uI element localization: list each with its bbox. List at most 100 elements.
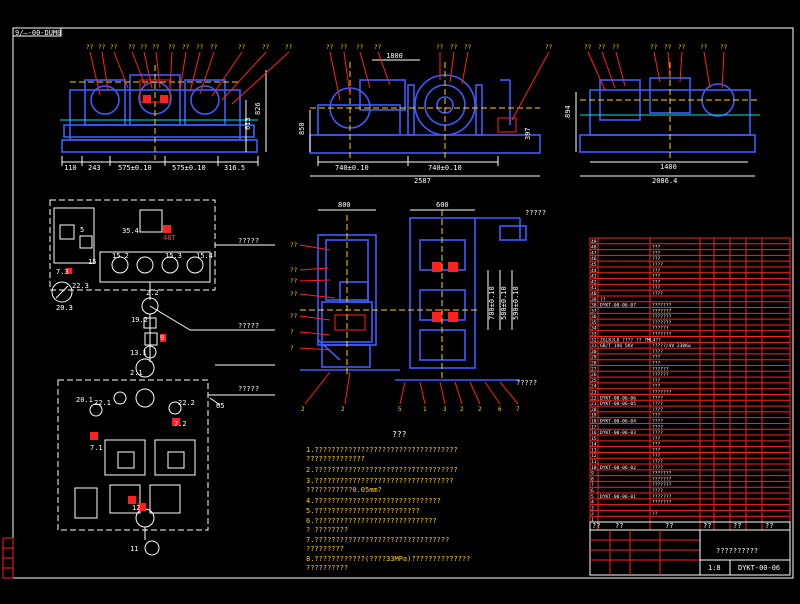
bom-cell-n: 34 — [591, 326, 597, 332]
bom-cell-n: 14 — [591, 442, 597, 448]
front-dim: 316.5 — [224, 164, 245, 172]
bom-cell-n: 13 — [591, 447, 597, 453]
bom-cell-name: ???? — [652, 401, 663, 407]
bom-cell-n: 16 — [591, 430, 597, 436]
bom-cell-name: ???? — [652, 430, 663, 436]
bom-cell-name: ???? — [652, 488, 663, 494]
bom-cell-n: 35 — [591, 320, 597, 326]
bom-cell-n: 32 — [591, 337, 597, 343]
bom-cell-name: ???? — [652, 424, 663, 430]
bom-cell-code: DYKT-00-06-02 — [600, 465, 636, 471]
drawing-scale: 1:8 — [708, 564, 721, 572]
svg-text:22.2: 22.2 — [178, 399, 195, 407]
bom-cell-n: 7 — [591, 482, 594, 488]
svg-text:??: ?? — [140, 44, 148, 51]
svg-text:? ????????: ? ???????? — [306, 526, 348, 534]
notes-title: ??? — [392, 430, 407, 439]
svg-text:??: ?? — [262, 44, 270, 51]
svg-text:7.3: 7.3 — [56, 268, 69, 276]
bom-cell-n: 49 — [591, 239, 597, 245]
bom-cell-name: ??????? — [652, 389, 672, 395]
bom-cell-n: 2 — [591, 511, 594, 517]
front-view: 110 243 575±0.10 575±0.10 316.5 826 613 … — [60, 44, 293, 172]
svg-text:??: ?? — [733, 522, 741, 530]
side-dim-overall: 2587 — [414, 177, 431, 185]
front-dim-v: 613 — [244, 117, 252, 130]
bom-cell-name: ???? — [652, 465, 663, 471]
bom-cell-name: ??????? — [652, 314, 672, 320]
svg-text:2.1: 2.1 — [130, 369, 143, 377]
svg-text:??: ?? — [290, 291, 298, 298]
bill-of-materials: 4948???47???46???45????44???43???42???41… — [589, 237, 791, 531]
bom-cell-n: 24 — [591, 384, 597, 390]
svg-text:??: ?? — [545, 44, 553, 51]
bom-cell-name: ??????? — [652, 482, 672, 488]
svg-text:1: 1 — [423, 406, 427, 413]
bom-cell-name: ??? — [652, 355, 661, 361]
svg-text:2.2: 2.2 — [146, 289, 159, 297]
svg-text:6.????????????????????????????: 6.????????????????????????????? — [306, 517, 437, 525]
pump-dim-top: 800 — [338, 201, 351, 209]
svg-text:2: 2 — [478, 406, 482, 413]
bom-cell-n: 39 — [591, 297, 597, 303]
svg-text:??: ?? — [86, 44, 94, 51]
svg-text:??: ?? — [290, 313, 298, 320]
bom-cell-name: ??? — [652, 245, 661, 251]
end-view: 894 1400 2086.4 ?? ?? ?? ?? ?? ?? ?? ?? — [564, 44, 760, 185]
svg-text:35.4: 35.4 — [122, 227, 139, 235]
svg-text:??: ?? — [598, 44, 606, 51]
pump-views: 800 600 700±0.10 580±0.10 590±0.10 ?????… — [290, 201, 546, 413]
svg-text:??: ?? — [700, 44, 708, 51]
pump-dim-top: 600 — [436, 201, 449, 209]
svg-text:???????????0.05mm?: ???????????0.05mm? — [306, 486, 382, 494]
bom-cell-code: DYKT-00-06-07 — [600, 303, 636, 309]
bom-cell-n: 4 — [591, 500, 594, 506]
bom-cell-name: ??? — [652, 250, 661, 256]
svg-text:7.2: 7.2 — [174, 420, 187, 428]
bom-cell-n: 42 — [591, 279, 597, 285]
bom-cell-n: 17 — [591, 424, 597, 430]
front-dim: 575±0.10 — [118, 164, 152, 172]
front-dim: 110 — [64, 164, 77, 172]
svg-text:??: ?? — [152, 44, 160, 51]
svg-text:??: ?? — [450, 44, 458, 51]
outer-frame — [12, 27, 794, 579]
svg-text:20.1: 20.1 — [76, 396, 93, 404]
end-dim: 1400 — [660, 163, 677, 171]
svg-text:??????????: ?????????? — [306, 564, 348, 572]
svg-text:5: 5 — [398, 406, 402, 413]
bom-cell-n: 11 — [591, 459, 597, 465]
bom-cell-n: 15 — [591, 436, 597, 442]
technical-notes: ??? 1.??????????????????????????????????… — [306, 430, 470, 572]
number-stamp: 9/–-00-DUM0 — [15, 29, 61, 37]
bom-cell-n: 12 — [591, 453, 597, 459]
bom-cell-n: 18 — [591, 418, 597, 424]
bom-cell-code: DYKT-00-06-04 — [600, 418, 636, 424]
svg-text:15.3: 15.3 — [165, 252, 182, 260]
end-dim-left: 894 — [564, 105, 572, 118]
bom-cell-n: 19 — [591, 413, 597, 419]
bom-cell-name: ??? — [652, 285, 661, 291]
bom-cell-name: ??? — [652, 413, 661, 419]
svg-text:5.?????????????????????????: 5.????????????????????????? — [306, 507, 420, 515]
svg-text:??: ?? — [326, 44, 334, 51]
bom-cell-n: 21 — [591, 401, 597, 407]
svg-text:15: 15 — [88, 258, 96, 266]
svg-text:??: ?? — [678, 44, 686, 51]
bom-cell-name: ??????? — [652, 320, 672, 326]
bom-cell-name: ??? — [652, 442, 661, 448]
bom-cell-code: ZGL8JL8 ???? ?? ?ML4?? — [600, 337, 661, 343]
svg-text:??: ?? — [436, 44, 444, 51]
bom-cell-n: 22 — [591, 395, 597, 401]
bom-cell-name: ???? — [652, 262, 663, 268]
bom-cell-name: ?????? — [652, 366, 669, 372]
svg-text:??: ?? — [285, 44, 293, 51]
svg-text:??: ?? — [665, 522, 673, 530]
bom-cell-name: ???? — [652, 395, 663, 401]
bom-cell-name: ??? — [652, 256, 661, 262]
bom-cell-n: 9 — [591, 471, 594, 477]
bom-cell-n: 6 — [591, 488, 594, 494]
bom-cell-n: 10 — [591, 465, 597, 471]
svg-text:9: 9 — [160, 334, 164, 342]
svg-text:??: ?? — [168, 44, 176, 51]
